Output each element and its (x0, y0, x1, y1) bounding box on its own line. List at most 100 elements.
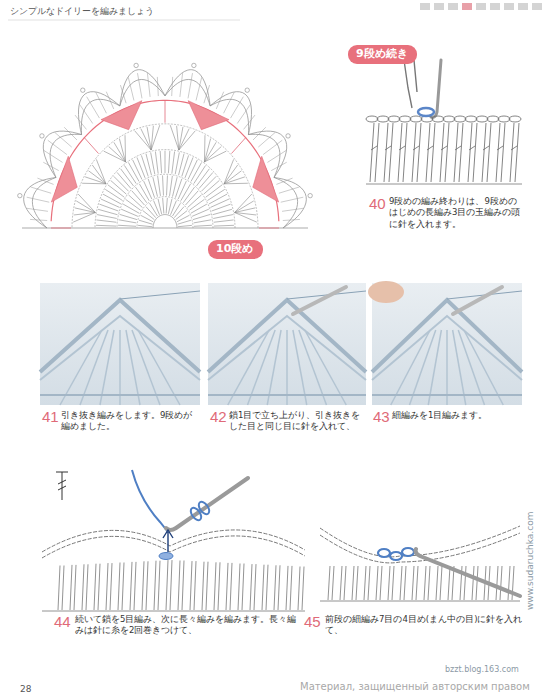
stitch-post (508, 566, 510, 600)
stitch-post (501, 123, 505, 182)
fan-stitch (235, 194, 252, 212)
stitch-post (142, 561, 144, 610)
stitch-mark (96, 225, 116, 227)
scallop-stitch (188, 73, 192, 98)
stitch-post (206, 562, 208, 610)
chain-loop (454, 116, 466, 122)
chain-loop (476, 116, 488, 122)
stitch-bar (469, 146, 475, 150)
stitch-post (459, 123, 463, 182)
stitch-mark (139, 220, 153, 224)
crochet-hook (453, 287, 502, 314)
stitch-post (412, 123, 416, 182)
scallop-stitch (271, 162, 286, 170)
stitch-post (332, 566, 334, 600)
step-number: 43 (373, 409, 390, 424)
page-tab (434, 3, 444, 10)
stitch-mark (192, 209, 209, 216)
step-number: 41 (42, 409, 59, 424)
row9-fan (101, 101, 142, 130)
yarn-loop (390, 552, 402, 560)
stitch-mark (188, 195, 202, 208)
stitch-mark (114, 176, 129, 191)
scallop-edge (248, 134, 279, 177)
stitch-post (298, 567, 300, 611)
crochet-row (372, 394, 522, 396)
stitch-post (238, 564, 240, 611)
stitch-mark (117, 172, 131, 188)
stitch-post (230, 563, 232, 610)
fan-stitch (109, 147, 126, 162)
stitch-post (403, 123, 407, 182)
fan-stitch (73, 212, 95, 222)
scallop-stitch (37, 178, 53, 184)
stitch-post (392, 566, 394, 600)
crochet-net (464, 330, 503, 405)
fan-stitch (235, 208, 256, 213)
scallop-stitch (263, 140, 282, 154)
crochet-net (446, 330, 448, 405)
stitch-mark (179, 154, 185, 176)
crochet-net (453, 330, 466, 405)
stitch-post (476, 566, 478, 600)
stitch-post (70, 565, 72, 610)
stitch-post (146, 561, 148, 610)
page-tab (490, 3, 500, 10)
fan-stitch (224, 159, 234, 183)
stitch-mark (168, 151, 169, 173)
stitch-mark (97, 215, 117, 219)
page-tab (504, 3, 514, 10)
stitch-mark (135, 187, 146, 203)
fan-stitch (85, 177, 106, 184)
stitch-post (262, 565, 264, 610)
stitch-post (118, 563, 120, 611)
stitch-mark (158, 199, 162, 214)
scallop-stitch (253, 127, 266, 140)
highlight-stitch (159, 553, 173, 560)
stitch-mark (177, 215, 190, 222)
crochet-hook (166, 478, 248, 530)
stitch-mark (168, 199, 172, 214)
stitch-mark (166, 198, 167, 214)
stitch-post (226, 563, 228, 610)
stitch-mark (143, 211, 154, 220)
watermark: www.sudaruchka.com (524, 512, 536, 610)
stitch-post (389, 123, 393, 182)
stitch-post (431, 123, 435, 182)
scallop-stitch (283, 219, 300, 220)
chain-loop (487, 116, 499, 122)
stitch-post (130, 562, 132, 610)
stitch-post (328, 566, 330, 600)
chain-ring (117, 174, 213, 228)
scallop-stitch (237, 105, 250, 124)
scallop-stitch (282, 208, 303, 211)
stitch-post (286, 566, 288, 610)
crochet-net (286, 330, 288, 405)
stitch-post (454, 123, 458, 182)
crochet-net (293, 330, 307, 405)
chain-loop (443, 116, 455, 122)
stitch-mark (141, 155, 148, 176)
page-tab (448, 3, 458, 10)
step-text: 細編みを1目編みます。 (392, 410, 522, 421)
stitch-mark (163, 198, 164, 214)
stitch-post (266, 565, 268, 610)
stitch-post (468, 123, 472, 182)
stitch-mark (175, 152, 179, 174)
crochet-net (132, 330, 160, 405)
fan-stitch (75, 208, 96, 213)
finger (368, 281, 404, 303)
crochet-hook (293, 287, 346, 314)
scallop-edge (24, 177, 56, 228)
stitch-mark (148, 179, 154, 198)
scallop-stitch (147, 73, 150, 97)
stitch-post (190, 561, 192, 610)
stitch-mark (133, 160, 142, 180)
stitch-post (74, 565, 76, 610)
stitch-post (473, 123, 477, 182)
scallop-stitch (75, 115, 86, 129)
photo-ground (208, 283, 366, 405)
chart-baseline (22, 228, 308, 229)
crochet-net (458, 330, 484, 405)
